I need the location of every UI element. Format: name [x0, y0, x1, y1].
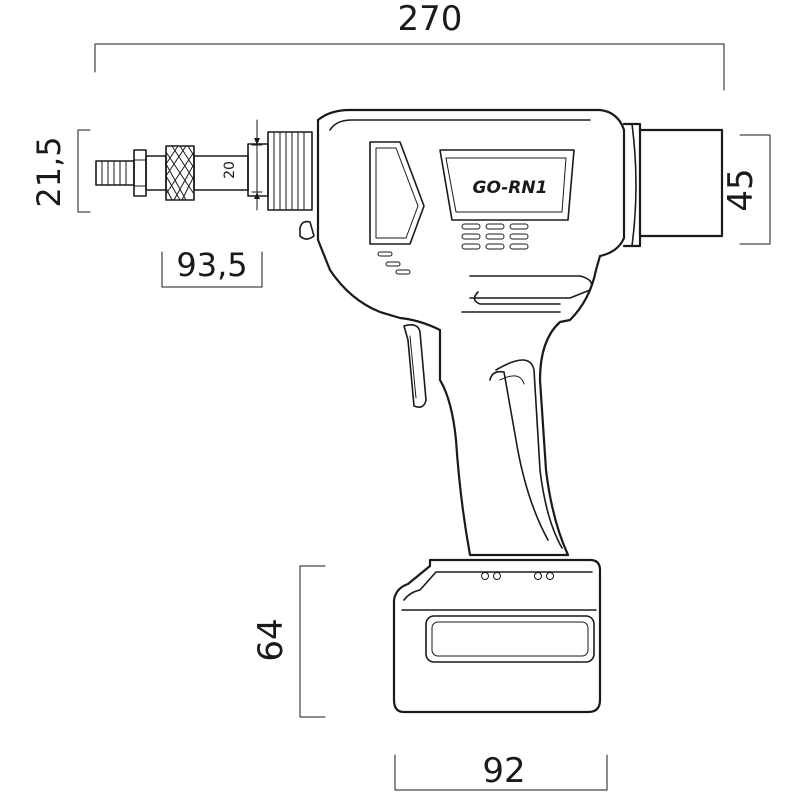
dim-battery-width-label: 92	[482, 751, 525, 791]
dim-rear-height-label: 45	[721, 168, 761, 211]
dim-nose-length: 93,5	[161, 246, 263, 288]
trigger	[403, 324, 427, 408]
dim-battery-height-label: 64	[251, 618, 291, 661]
model-badge-label: GO-RN1	[473, 178, 548, 198]
dim-battery-height: 64	[251, 565, 326, 718]
dim-rear-height: 45	[721, 134, 771, 245]
dim-overall-length-label: 270	[398, 0, 463, 39]
nose-piece	[95, 131, 313, 211]
dim-collar-diameter: 20	[222, 119, 263, 211]
dim-nose-diameter-label: 21,5	[30, 136, 68, 207]
dim-collar-diameter-label: 20	[222, 161, 238, 179]
dim-overall-length: 270	[94, 0, 725, 91]
vent-slots	[377, 223, 529, 275]
model-badge: GO-RN1	[439, 149, 575, 221]
dim-nose-length-label: 93,5	[176, 246, 247, 284]
tool-body: GO-RN1	[299, 108, 724, 557]
dim-battery-width: 92	[394, 751, 608, 791]
dim-nose-diameter: 21,5	[30, 129, 91, 213]
battery-pack	[392, 558, 602, 714]
